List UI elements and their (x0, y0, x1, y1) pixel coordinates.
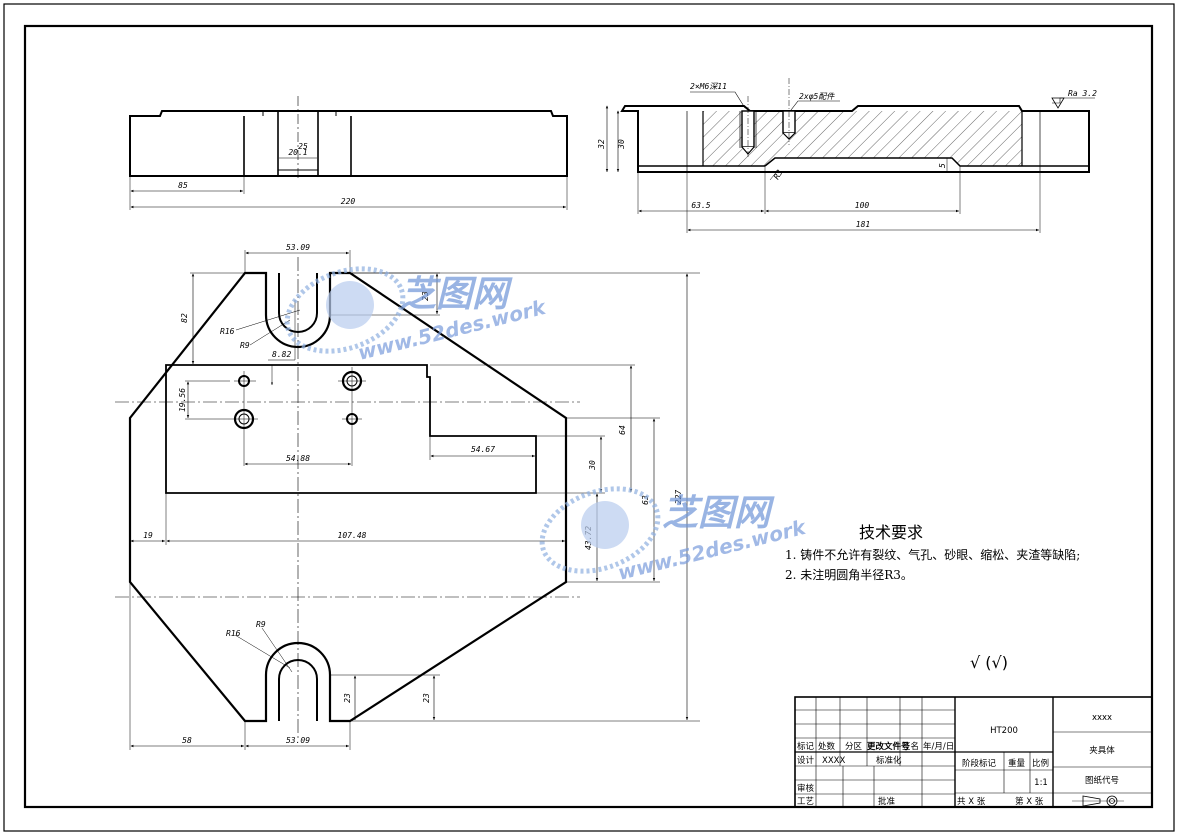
watermark-logo-middle: 芝图网 (662, 493, 775, 534)
dim-20-1: 20.1 (288, 148, 307, 157)
radius-r16-top: R16 (220, 327, 235, 336)
design-name: XXXX (822, 756, 845, 766)
part-name: 夹具体 (1089, 745, 1115, 756)
label-date: 年/月/日 (923, 741, 954, 752)
label-review: 审核 (797, 783, 815, 794)
label-count: 处数 (818, 741, 836, 752)
label-process: 工艺 (797, 797, 814, 807)
dim-25: 25 (298, 142, 308, 151)
material-value: HT200 (990, 726, 1018, 736)
dim-227: 227 (674, 490, 683, 505)
roughness-callout: Ra 3.2 (1068, 89, 1097, 98)
label-ratio: 比例 (1032, 758, 1049, 769)
title-block-text: HT200 xxxx 夹具体 图纸代号 1:1 标记 处数 分区 更改文件号 签… (797, 713, 1119, 807)
dim-63-5: 63.5 (691, 201, 710, 210)
label-change-doc: 更改文件号 (867, 741, 910, 752)
watermark-middle: 芝图网 www.52des.work (539, 486, 809, 585)
dim-53-09-top: 53.09 (286, 243, 310, 252)
plan-view-dims: 53.09 82 23 R16 R9 8.82 19.56 54.88 54.6… (143, 243, 683, 745)
tech-req-title: 技术要求 (859, 523, 923, 542)
label-standardize: 标准化 (876, 755, 902, 766)
thread-callout: 2×M6深11 (690, 82, 727, 91)
top-view (129, 96, 568, 210)
dim-181: 181 (856, 220, 870, 229)
label-approve: 批准 (878, 796, 896, 807)
dim-23-bottom-a: 23 (343, 693, 352, 703)
label-stage-mark: 阶段标记 (962, 758, 997, 769)
label-sign: 签名 (902, 741, 919, 752)
dim-5: 5 (938, 163, 947, 168)
label-mark: 标记 (797, 741, 815, 752)
dim-63: 63 (641, 495, 650, 505)
radius-r9-top: R9 (240, 341, 250, 350)
dim-53-09-bottom: 53.09 (286, 736, 310, 745)
drawing-no-label: 图纸代号 (1085, 775, 1119, 786)
dim-54-88: 54.88 (286, 454, 310, 463)
title-block-grid (794, 696, 1153, 808)
scale-value: 1:1 (1034, 778, 1048, 788)
label-zone: 分区 (845, 742, 863, 752)
dim-54-67: 54.67 (471, 445, 495, 454)
label-sheet-no: 第 X 张 (1015, 796, 1044, 807)
company-name: xxxx (1092, 713, 1112, 723)
tech-requirements: 技术要求 1. 铸件不允许有裂纹、气孔、砂眼、缩松、夹渣等缺陷; 2. 未注明圆… (785, 523, 1080, 582)
dim-30-plan: 30 (588, 460, 597, 471)
outer-border (3, 3, 1175, 832)
dim-30: 30 (617, 139, 626, 150)
section-view-text: 2×M6深11 2xφ5配件 Ra 3.2 32 30 63.5 100 181… (597, 82, 1097, 229)
dim-107-48: 107.48 (338, 531, 367, 540)
dim-85: 85 (178, 181, 188, 190)
radius-r9-bottom: R9 (256, 620, 266, 629)
plan-view (115, 250, 700, 750)
top-view-dims: 85 220 20.1 25 (178, 142, 355, 206)
dim-82: 82 (180, 313, 189, 323)
watermark-logo-top: 芝图网 (400, 274, 513, 315)
label-total-sheets: 共 X 张 (957, 797, 986, 807)
dim-23-top: 23 (421, 291, 430, 301)
dim-58: 58 (182, 736, 192, 745)
dim-19-56: 19.56 (178, 388, 187, 412)
inner-frame (23, 24, 1154, 809)
dim-64: 64 (618, 425, 627, 435)
dim-23-bottom-b: 23 (422, 693, 431, 703)
dim-220: 220 (341, 197, 356, 206)
dim-19: 19 (143, 531, 153, 540)
surface-finish-symbol: √ (√) (970, 653, 1008, 672)
fillet-r3: R3 (772, 168, 785, 181)
projection-symbol-icon (1072, 795, 1124, 807)
dim-32: 32 (597, 139, 606, 150)
pin-callout: 2xφ5配件 (799, 92, 835, 101)
label-weight: 重量 (1008, 758, 1026, 769)
tech-req-line-1: 1. 铸件不允许有裂纹、气孔、砂眼、缩松、夹渣等缺陷; (785, 547, 1080, 562)
label-design: 设计 (797, 755, 815, 766)
radius-r16-bottom: R16 (226, 629, 241, 638)
dim-100: 100 (855, 201, 870, 210)
tech-req-line-2: 2. 未注明圆角半径R3。 (785, 567, 913, 582)
section-view (605, 78, 1095, 233)
dim-8-82: 8.82 (272, 350, 291, 359)
